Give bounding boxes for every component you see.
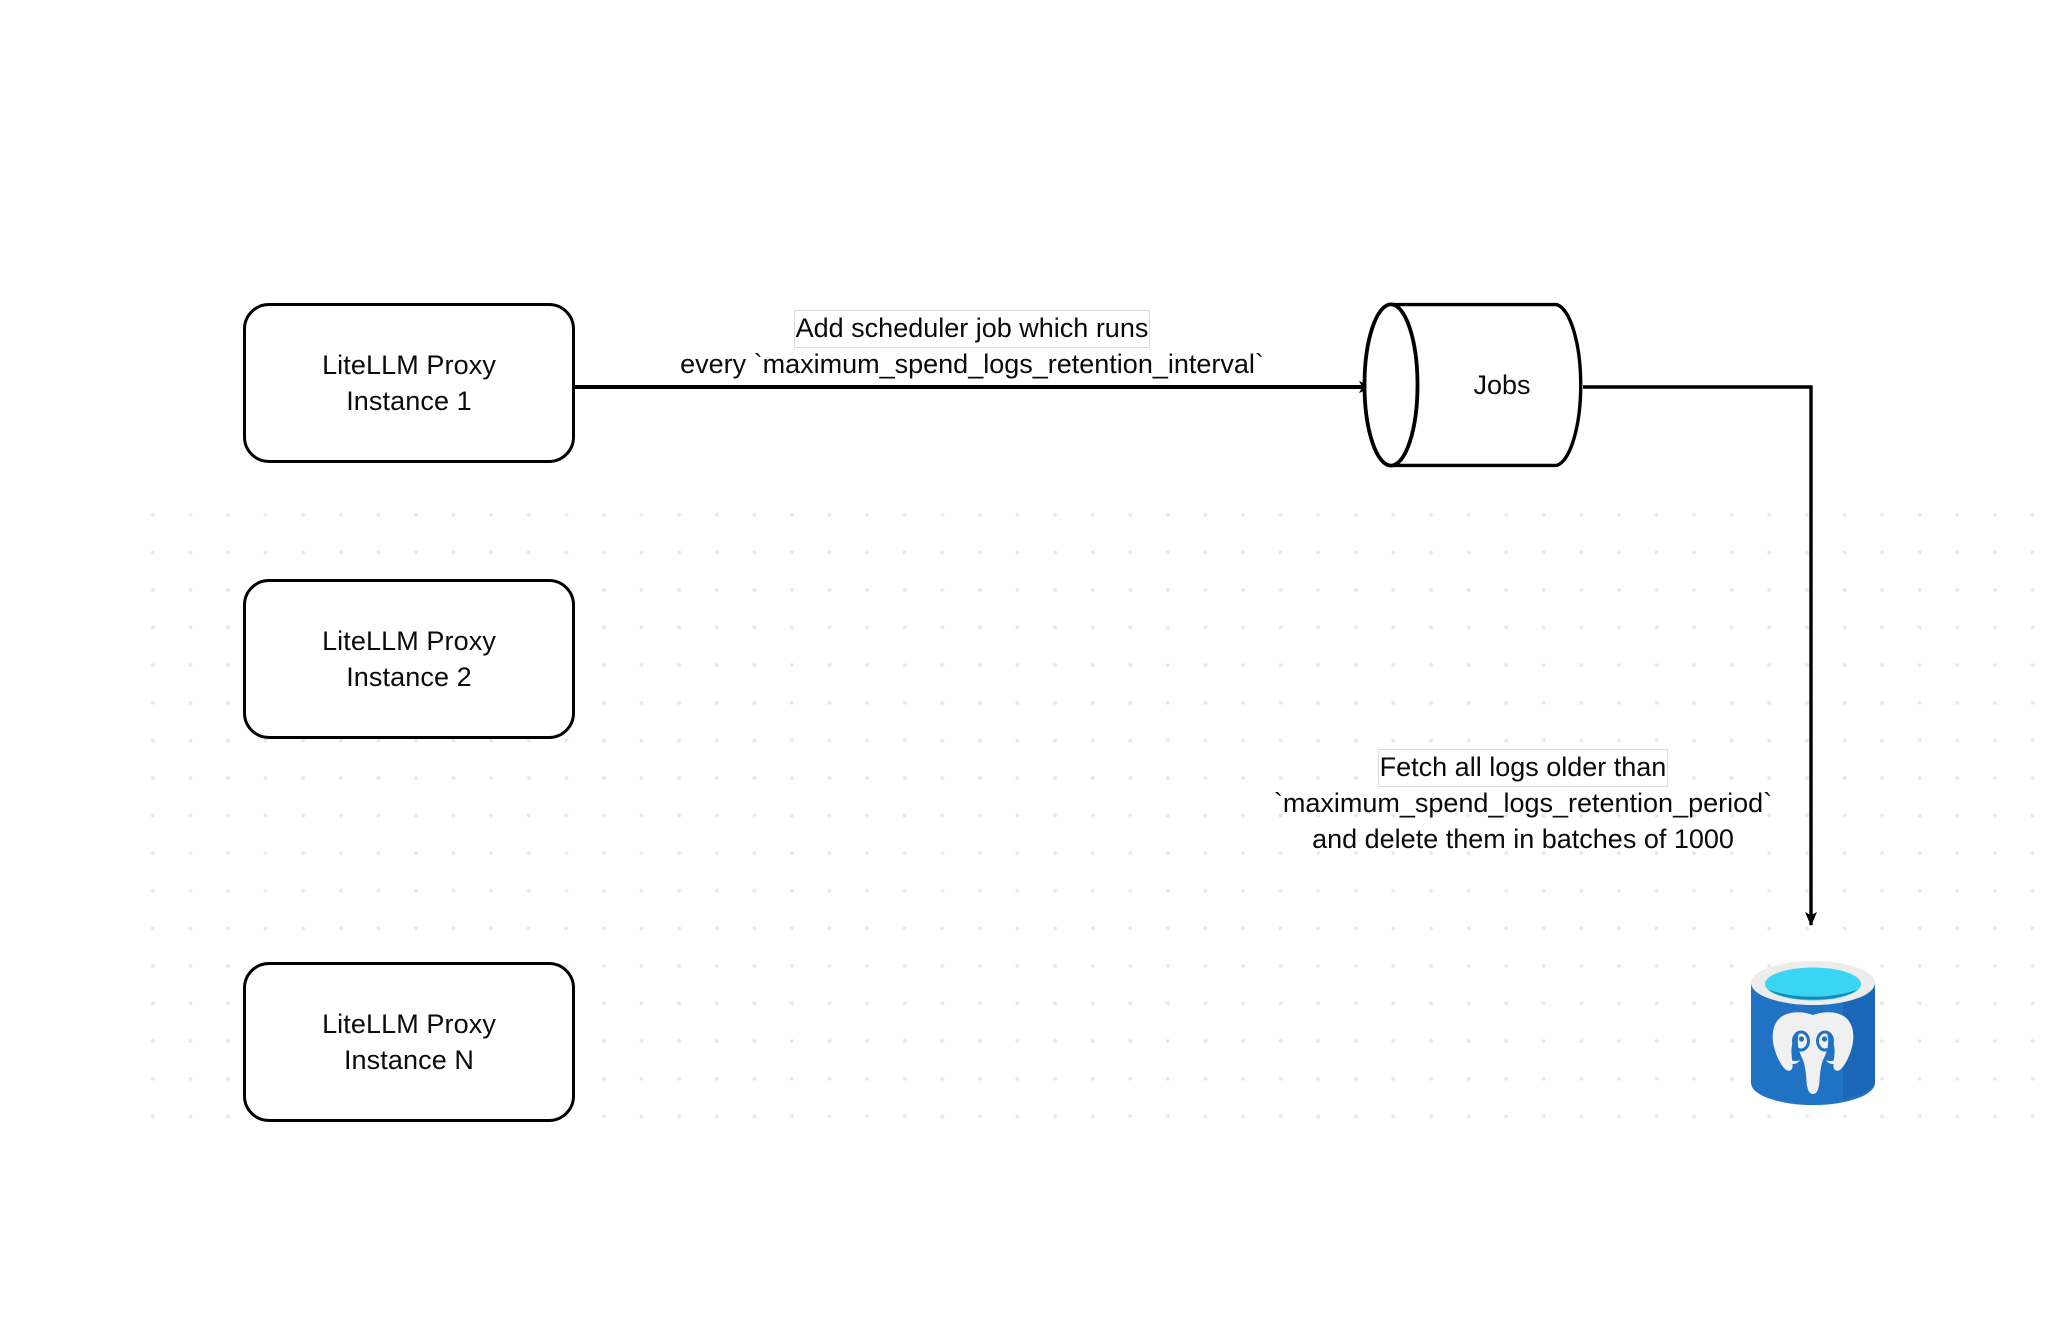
edge-label-highlight: Add scheduler job which runs bbox=[794, 311, 1150, 347]
edge-label-line-2: `maximum_spend_logs_retention_period` bbox=[1273, 787, 1773, 818]
edge-label-line-2: every `maximum_spend_logs_retention_inte… bbox=[680, 348, 1264, 379]
edge-label-line-3: and delete them in batches of 1000 bbox=[1312, 823, 1734, 854]
edge-label-line-1: Fetch all logs older than bbox=[1243, 750, 1803, 786]
node-jobs-label: Jobs bbox=[1473, 369, 1531, 400]
edge-label-highlight: Fetch all logs older than bbox=[1378, 750, 1668, 786]
node-label-line1: LiteLLM Proxy bbox=[322, 1008, 496, 1039]
edge-label-line-1: Add scheduler job which runs bbox=[612, 311, 1332, 347]
node-label-line2: Instance N bbox=[343, 1045, 475, 1075]
node-jobs-queue[interactable]: Jobs bbox=[1362, 302, 1585, 468]
node-litellm-proxy-instance-1[interactable]: LiteLLM Proxy Instance 1 bbox=[243, 303, 575, 463]
node-label-line2: Instance 1 bbox=[346, 386, 472, 416]
cylinder-shape-icon bbox=[1362, 302, 1583, 468]
node-litellm-proxy-instance-n[interactable]: LiteLLM Proxy Instance N bbox=[243, 962, 575, 1122]
edge-label-fetch-and-delete-logs: Fetch all logs older than `maximum_spend… bbox=[1243, 750, 1803, 858]
node-postgres-database[interactable] bbox=[1743, 953, 1883, 1113]
edge-label-add-scheduler-job: Add scheduler job which runs every `maxi… bbox=[612, 311, 1332, 383]
postgresql-database-icon bbox=[1751, 961, 1875, 1105]
node-label-line1: LiteLLM Proxy bbox=[322, 349, 496, 380]
node-label-line2: Instance 2 bbox=[346, 662, 472, 692]
node-label-line1: LiteLLM Proxy bbox=[322, 625, 496, 656]
node-litellm-proxy-instance-2[interactable]: LiteLLM Proxy Instance 2 bbox=[243, 579, 575, 739]
